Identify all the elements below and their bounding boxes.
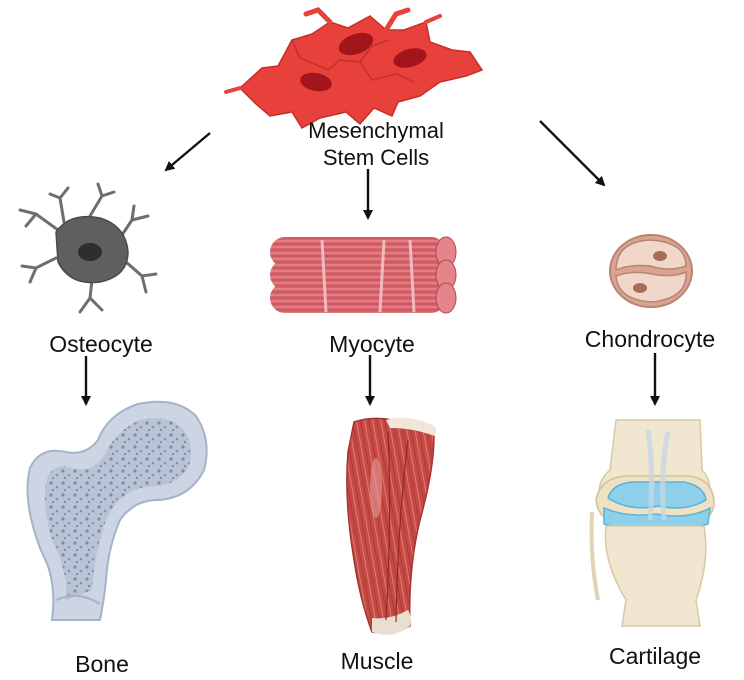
osteocyte-label: Osteocyte	[49, 333, 153, 356]
stem-cells-label-line2: Stem Cells	[308, 144, 444, 171]
knee-joint-cartilage-illustration	[592, 420, 714, 626]
muscle-label: Muscle	[341, 650, 414, 673]
femur-bone-illustration	[28, 402, 207, 620]
thigh-muscle-illustration	[347, 418, 436, 635]
bone-label: Bone	[75, 653, 129, 676]
chondrocyte-label: Chondrocyte	[585, 328, 715, 351]
stem-cells-label-line1: Mesenchymal	[308, 117, 444, 144]
myocyte-label: Myocyte	[329, 333, 415, 356]
osteocyte-illustration	[20, 184, 156, 312]
mesenchymal-stem-cells-illustration	[226, 10, 482, 128]
myocyte-fiber-bundle-illustration	[270, 237, 456, 313]
cartilage-label: Cartilage	[609, 645, 701, 668]
mesenchymal-stem-cells-label: Mesenchymal Stem Cells	[308, 117, 444, 171]
arrow-to-osteocyte	[166, 133, 210, 170]
arrow-to-chondrocyte	[540, 121, 604, 185]
chondrocyte-illustration	[610, 235, 692, 307]
